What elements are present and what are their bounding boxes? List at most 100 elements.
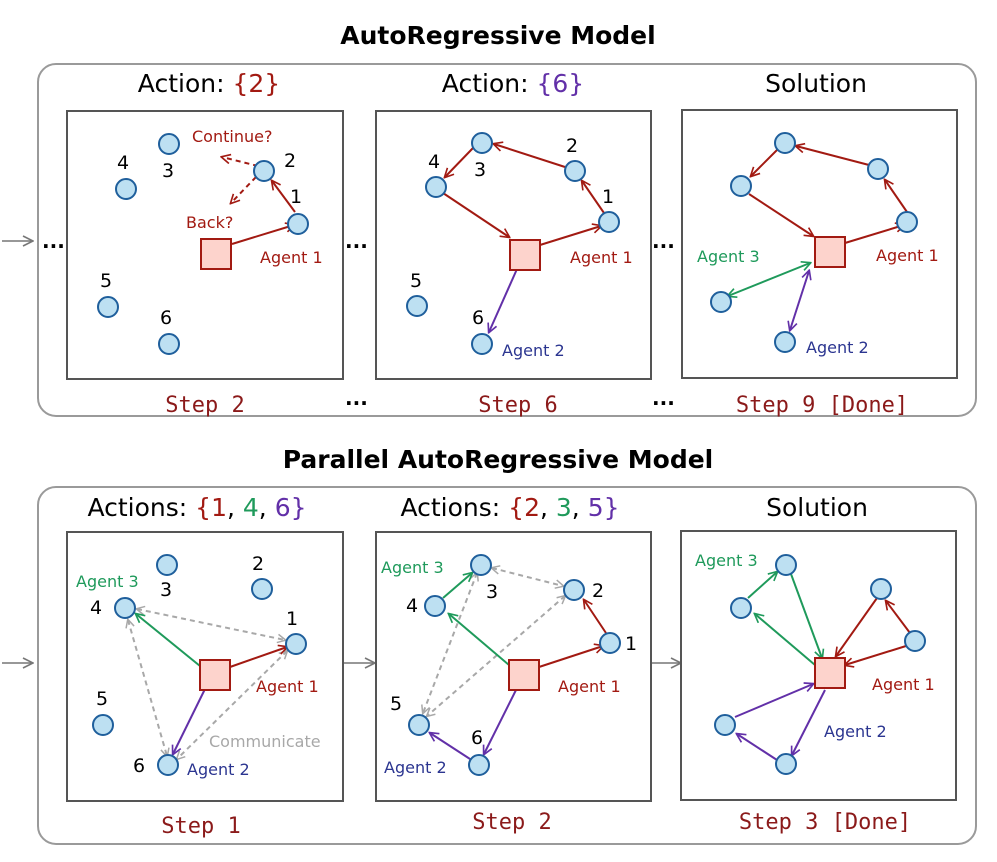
edge-agent2 [484, 689, 517, 754]
top-title: AutoRegressive Model [340, 21, 655, 50]
node [714, 714, 736, 736]
node-label: 6 [472, 307, 484, 329]
node-2 [564, 160, 586, 182]
edge-agent3 [755, 614, 816, 666]
step-label: Step 3 [Done] [739, 810, 911, 835]
node-2 [253, 160, 275, 182]
ellipsis: ... [42, 229, 65, 253]
node-label: 2 [566, 135, 578, 157]
node-4 [114, 597, 136, 619]
node-label: 2 [284, 150, 296, 172]
agent-depot [199, 659, 231, 691]
communicate-edge [492, 568, 563, 586]
node-label: 3 [160, 579, 172, 601]
agent-1-label: Agent 1 [260, 248, 323, 267]
node [774, 132, 796, 154]
node-label: 1 [602, 186, 614, 208]
node-1 [285, 633, 307, 655]
node [867, 158, 889, 180]
node-label: 4 [406, 595, 418, 617]
ellipsis: ... [652, 229, 675, 253]
node-5 [406, 295, 428, 317]
node-3 [471, 132, 493, 154]
node-label: 5 [410, 270, 422, 292]
node-6 [158, 333, 180, 355]
edge-agent1 [748, 193, 813, 236]
agent-1-label: Agent 1 [558, 677, 621, 696]
edge-agent1 [885, 180, 908, 213]
node-label: 3 [162, 160, 174, 182]
node-label: 5 [390, 693, 402, 715]
node-5 [92, 714, 114, 736]
edge-agent2 [430, 733, 471, 760]
node-3 [158, 133, 180, 155]
agent-3-label: Agent 3 [76, 572, 139, 591]
continue-label: Continue? [192, 127, 272, 146]
node-label: 1 [286, 608, 298, 630]
node-label: 2 [252, 553, 264, 575]
agent-3-label: Agent 3 [697, 247, 760, 266]
agent-2-label: Agent 2 [502, 341, 565, 360]
edge-agent1 [751, 148, 779, 176]
step-label: Step 6 [478, 393, 557, 418]
node-2 [563, 579, 585, 601]
node [870, 578, 892, 600]
edge-agent1 [584, 600, 607, 634]
bottom-panel-1: Actions: {1, 4, 6} 1 2 3 4 5 6 Agent 1 A… [66, 493, 344, 839]
edge-agent1 [582, 181, 605, 214]
edge-agent1 [442, 192, 509, 237]
node [896, 211, 918, 233]
edge-tentative [222, 157, 259, 167]
agent-1-label: Agent 1 [872, 675, 935, 694]
agent-3-label: Agent 3 [695, 551, 758, 570]
agent-2-label: Agent 2 [824, 722, 887, 741]
edge-agent3 [442, 573, 472, 599]
node-2 [251, 578, 273, 600]
ellipsis: ... [345, 386, 368, 410]
agent-1-label: Agent 1 [256, 677, 319, 696]
node-1 [287, 213, 309, 235]
node-label: 6 [133, 755, 145, 777]
node [710, 291, 732, 313]
panel-header: Solution [766, 493, 868, 522]
node-label: 5 [96, 688, 108, 710]
node-label: 6 [160, 307, 172, 329]
communicate-edge [177, 651, 287, 759]
node-label: 6 [471, 727, 483, 749]
step-label: Step 2 [472, 810, 551, 835]
top-outer-frame [37, 63, 977, 417]
edge-agent2 [790, 271, 809, 330]
agent-depot [814, 657, 846, 689]
edge-agent3 [790, 573, 822, 658]
panel-header: Solution [765, 69, 867, 98]
edge-agent2 [737, 734, 778, 761]
agent-depot [509, 239, 541, 271]
agent-2-label: Agent 2 [384, 758, 447, 777]
step-label: Step 2 [165, 393, 244, 418]
node-1 [598, 211, 620, 233]
node-5 [97, 296, 119, 318]
top-panel-1: Action: {2} 1 2 3 4 5 6 Continue? Back? … [66, 69, 344, 418]
node-label: 4 [90, 597, 102, 619]
communicate-edge [137, 609, 285, 640]
node [730, 175, 752, 197]
node-4 [425, 176, 447, 198]
edge-agent1 [845, 645, 907, 665]
panel-header: Action: {6} [442, 69, 584, 98]
panel-frame [375, 110, 652, 380]
back-label: Back? [186, 213, 233, 232]
ellipsis: ... [345, 229, 368, 253]
communicate-edge [128, 620, 167, 756]
agent-depot [814, 236, 846, 268]
node-label: 4 [117, 152, 129, 174]
step-label: Step 1 [161, 814, 240, 839]
agent-1-label: Agent 1 [570, 248, 633, 267]
edge-agent1 [539, 226, 601, 246]
panel-frame [680, 530, 957, 801]
agent-1-label: Agent 1 [876, 246, 939, 265]
agent-3-label: Agent 3 [381, 558, 444, 577]
node-3 [470, 554, 492, 576]
edge-tentative [231, 176, 257, 203]
agent-depot [200, 238, 232, 270]
node-6 [468, 754, 490, 776]
